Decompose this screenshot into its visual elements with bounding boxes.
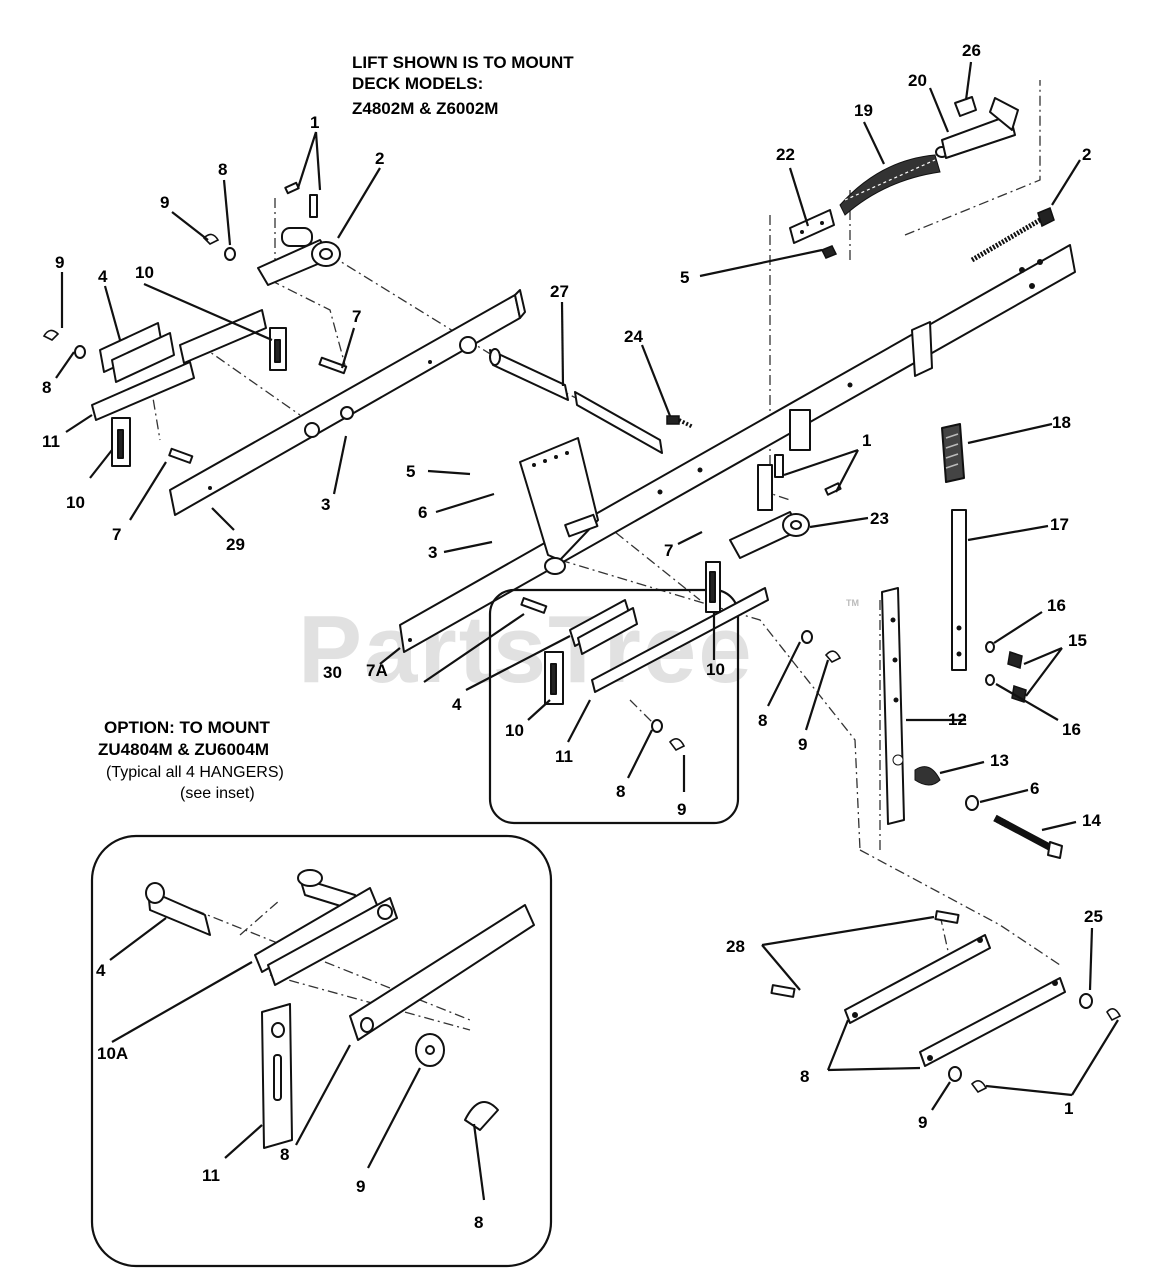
callout: 14 [1082, 811, 1101, 830]
spring-13 [914, 766, 941, 786]
inset-box-option [90, 834, 553, 1268]
callout: 23 [870, 509, 889, 528]
callout: 5 [406, 462, 415, 481]
callout: 26 [962, 41, 981, 60]
callout: 1 [1064, 1099, 1073, 1118]
callout: 8 [42, 378, 51, 397]
hanger-assembly-center [520, 561, 842, 752]
hardware-left [42, 233, 236, 359]
callout: 16 [1062, 720, 1081, 739]
callout: 8 [616, 782, 625, 801]
watermark-tm: TM [846, 598, 859, 608]
callout: 8 [474, 1213, 483, 1232]
callout: 10 [135, 263, 154, 282]
callout: 4 [98, 267, 108, 286]
leader-lines [55, 61, 1119, 1201]
callout: 11 [555, 747, 573, 766]
callout: 20 [908, 71, 927, 90]
links-28 [844, 934, 1066, 1067]
bar-12 [881, 587, 905, 825]
lift-note-line1: LIFT SHOWN IS TO MOUNT [352, 53, 574, 72]
hanger-option-detail [145, 869, 535, 1149]
bolt-14 [965, 795, 1063, 859]
callout: 24 [624, 327, 643, 346]
spring-19 [839, 146, 949, 216]
callout: 29 [226, 535, 245, 554]
option-note-line1: OPTION: TO MOUNT [104, 718, 271, 737]
callout: 6 [1030, 779, 1039, 798]
callout: 12 [948, 710, 967, 729]
callout: 4 [96, 961, 106, 980]
lift-bar-29 [169, 289, 526, 516]
callout: 19 [854, 101, 873, 120]
callout: 1 [310, 113, 319, 132]
handle-18 [941, 423, 965, 483]
callout: 9 [55, 253, 64, 272]
plate-22 [789, 209, 838, 259]
hanger-assembly-left [91, 309, 348, 467]
callout: 10 [505, 721, 524, 740]
bracket-20 [941, 96, 1019, 159]
option-note-line2: ZU4804M & ZU6004M [98, 740, 269, 759]
inset-box-center [488, 588, 740, 825]
callout: 8 [280, 1145, 289, 1164]
bolt-2-right [970, 206, 1055, 263]
callout: 22 [776, 145, 795, 164]
callout: 2 [1082, 145, 1091, 164]
assembly-centerlines [149, 80, 1061, 1031]
pins-25 [770, 910, 960, 998]
callout-numbers: 1 2 8 9 9 4 10 8 11 10 7 7 29 3 27 24 5 … [42, 41, 1103, 1232]
callout: 10A [97, 1044, 128, 1063]
callout: 27 [550, 282, 569, 301]
callout: 8 [800, 1067, 809, 1086]
option-note-line4: (see inset) [180, 785, 255, 802]
callout: 25 [1084, 907, 1103, 926]
pins-1-left [284, 181, 318, 218]
rod-27 [489, 348, 663, 454]
callout: 7 [112, 525, 121, 544]
callout: 3 [321, 495, 330, 514]
option-note-line3: (Typical all 4 HANGERS) [106, 764, 284, 781]
callout: 30 [323, 663, 342, 682]
callout: 11 [202, 1166, 220, 1185]
callout: 7 [664, 541, 673, 560]
callout: 13 [990, 751, 1009, 770]
callout: 11 [42, 432, 60, 451]
callout: 8 [758, 711, 767, 730]
callout: 28 [726, 937, 745, 956]
callout: 9 [918, 1113, 927, 1132]
callout: 10 [66, 493, 85, 512]
callout: 10 [706, 660, 725, 679]
pivot-arm-center [519, 437, 599, 575]
callout: 17 [1050, 515, 1069, 534]
callout: 7 [352, 307, 361, 326]
callout: 7A [366, 661, 388, 680]
callout: 4 [452, 695, 462, 714]
callout: 8 [218, 160, 227, 179]
bolts-15-16 [985, 641, 1027, 703]
hardware-bottom-right [948, 993, 1122, 1094]
callout: 16 [1047, 596, 1066, 615]
lift-note-line2: DECK MODELS: [352, 74, 483, 93]
callout: 9 [160, 193, 169, 212]
callout: 9 [677, 800, 686, 819]
callout: 2 [375, 149, 384, 168]
callout: 9 [356, 1177, 365, 1196]
watermark-text: PartsTree [298, 596, 754, 703]
bolt-24 [666, 415, 694, 429]
callout: 5 [680, 268, 689, 287]
callout: 1 [862, 431, 871, 450]
bracket-2-left [257, 227, 341, 286]
bracket-23 [729, 454, 842, 559]
callout: 15 [1068, 631, 1087, 650]
rod-17 [951, 509, 967, 671]
lift-note-line3: Z4802M & Z6002M [352, 99, 498, 118]
callout: 3 [428, 543, 437, 562]
callout: 9 [798, 735, 807, 754]
callout: 6 [418, 503, 427, 522]
callout: 18 [1052, 413, 1071, 432]
